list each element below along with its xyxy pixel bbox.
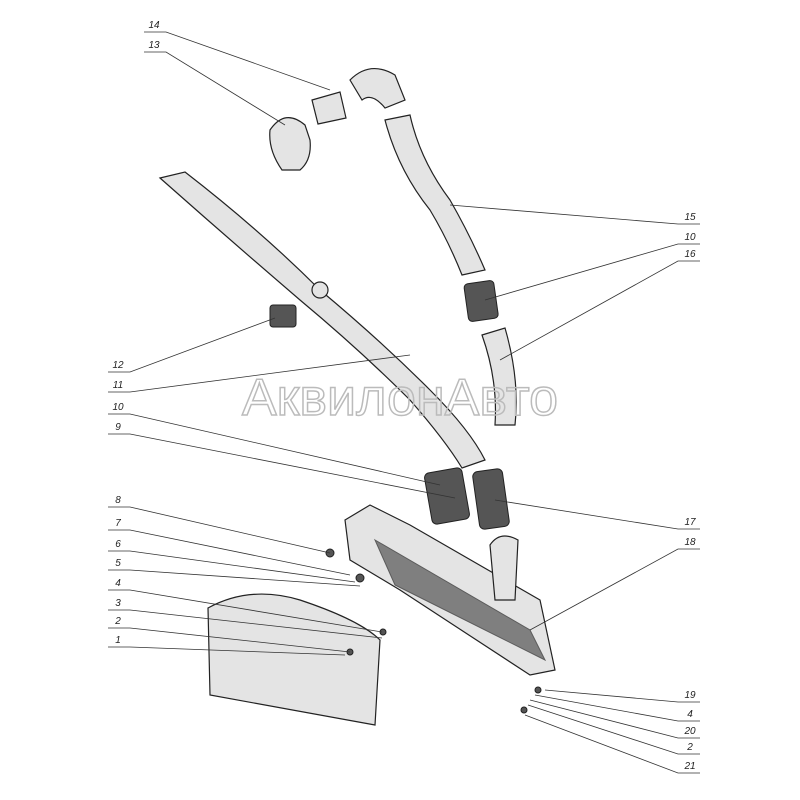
callout-18: 18 bbox=[684, 537, 696, 548]
leader-line bbox=[524, 714, 700, 774]
callout-8: 8 bbox=[115, 495, 121, 506]
callout-4: 4 bbox=[115, 578, 121, 589]
part-10-clamp-upper bbox=[463, 280, 499, 322]
leader-line bbox=[529, 699, 700, 739]
leader-line bbox=[108, 646, 346, 656]
part-11-pipe bbox=[158, 171, 486, 469]
leader-line bbox=[529, 548, 700, 631]
callout-3: 3 bbox=[115, 598, 121, 609]
callout-21: 21 bbox=[683, 761, 695, 772]
leader-line bbox=[108, 354, 411, 393]
callout-14: 14 bbox=[148, 20, 160, 31]
leader-line bbox=[108, 413, 441, 486]
leader-line bbox=[108, 589, 383, 633]
leader-line bbox=[108, 609, 383, 639]
leader-line bbox=[484, 243, 700, 301]
part-17-hose bbox=[472, 468, 510, 530]
leader-line bbox=[108, 569, 361, 587]
callout-16: 16 bbox=[684, 249, 696, 260]
callout-6: 6 bbox=[115, 539, 121, 550]
callout-10: 10 bbox=[684, 232, 696, 243]
part-16-hose bbox=[481, 327, 517, 426]
leader-line bbox=[108, 529, 351, 576]
leader-line bbox=[499, 260, 700, 361]
callout-11: 11 bbox=[113, 380, 123, 391]
leader-line bbox=[544, 689, 700, 703]
callout-13: 13 bbox=[148, 40, 160, 51]
callout-9: 9 bbox=[115, 422, 121, 433]
part-15-pipe bbox=[384, 114, 486, 276]
callout-20: 20 bbox=[683, 726, 696, 737]
callout-4: 4 bbox=[687, 709, 693, 720]
leader-line bbox=[108, 506, 331, 554]
leader-line bbox=[108, 433, 456, 499]
callout-12: 12 bbox=[112, 360, 124, 371]
callout-5: 5 bbox=[115, 558, 121, 569]
callout-2: 2 bbox=[686, 742, 693, 753]
part-elbow-top bbox=[349, 68, 406, 109]
leader-line bbox=[534, 694, 700, 722]
part-3-mudflap bbox=[207, 593, 381, 726]
callout-7: 7 bbox=[115, 518, 121, 529]
callout-15: 15 bbox=[684, 212, 696, 223]
leader-line bbox=[108, 317, 276, 373]
leader-line bbox=[144, 31, 331, 91]
leader-line bbox=[494, 499, 700, 530]
callout-2: 2 bbox=[114, 616, 121, 627]
callout-10: 10 bbox=[112, 402, 124, 413]
part-14-sleeve bbox=[311, 91, 347, 125]
leader-line bbox=[108, 550, 356, 583]
callout-19: 19 bbox=[684, 690, 696, 701]
part-13-elbow-hose bbox=[269, 117, 311, 171]
leader-line bbox=[108, 627, 351, 653]
callout-1: 1 bbox=[115, 635, 121, 646]
part-9-clamp bbox=[424, 467, 470, 525]
part-18-intercooler bbox=[344, 504, 556, 676]
leader-line bbox=[527, 704, 700, 755]
watermark: АквилонАвто bbox=[242, 369, 558, 427]
leader-line bbox=[449, 204, 700, 225]
part-12-sensor bbox=[269, 304, 297, 328]
callout-17: 17 bbox=[684, 517, 696, 528]
leader-line bbox=[144, 51, 286, 126]
